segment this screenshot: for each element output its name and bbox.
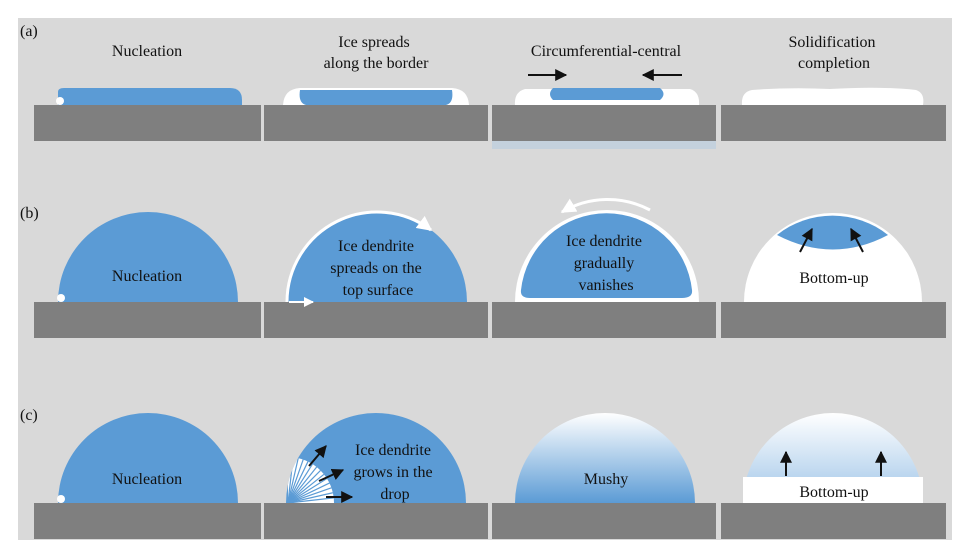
ice-dendrite-fan-c2 [287, 457, 334, 503]
water-film-a3 [550, 88, 664, 100]
water-core-b3 [520, 213, 693, 298]
water-film-a1 [58, 88, 242, 105]
ice-dendrite-arc-b2 [285, 210, 433, 303]
caption-b3: Ice dendrite gradually vanishes [566, 233, 646, 294]
nucleation-site-b1 [57, 294, 65, 302]
nucleation-site-c1 [57, 495, 65, 503]
substrate-c4 [721, 503, 946, 539]
substrate-a3-glow [492, 141, 716, 149]
water-film-a2 [299, 90, 453, 105]
substrate-c2 [264, 503, 488, 539]
caption-a3: Circumferential-central [531, 43, 682, 60]
substrate-b2 [264, 302, 488, 338]
substrate-a3 [492, 105, 716, 141]
water-drop-b2 [287, 212, 467, 302]
row-label-b: (b) [20, 205, 39, 222]
water-drop-c1 [58, 413, 238, 503]
substrate-b4 [721, 302, 946, 338]
substrate-b1 [34, 302, 261, 338]
arrow-b4-left [799, 227, 813, 253]
arrow-c2-diag [318, 469, 345, 482]
row-label-a: (a) [20, 23, 38, 40]
substrate-a1 [34, 105, 261, 141]
caption-b4: Bottom-up [799, 270, 868, 287]
substrate-a4 [721, 105, 946, 141]
caption-b2: Ice dendrite spreads on the top surface [330, 238, 426, 299]
caption-a2: Ice spreads along the border [324, 34, 430, 72]
caption-c3: Mushy [584, 471, 628, 488]
caption-c2: Ice dendrite grows in the drop [353, 442, 436, 503]
mushy-drop-c3 [515, 413, 695, 503]
caption-c1: Nucleation [112, 471, 182, 488]
vanish-arc-arrow-b3 [560, 198, 651, 214]
nucleation-site-a1 [56, 97, 64, 105]
ice-film-a4 [741, 87, 924, 105]
water-drop-b1 [58, 212, 238, 302]
caption-c4: Bottom-up [799, 484, 868, 501]
row-label-c: (c) [20, 407, 38, 424]
arrow-c2-up [308, 445, 327, 467]
substrate-b3 [492, 302, 716, 338]
caption-a4: Solidification completion [788, 34, 879, 72]
ice-layer-c4 [743, 477, 923, 503]
substrate-a2 [264, 105, 488, 141]
substrate-c1 [34, 503, 261, 539]
arrow-b4-right [850, 227, 864, 253]
caption-b1: Nucleation [112, 268, 182, 285]
substrate-c3 [492, 503, 716, 539]
water-drop-c2 [286, 413, 466, 503]
caption-a1: Nucleation [112, 43, 182, 60]
